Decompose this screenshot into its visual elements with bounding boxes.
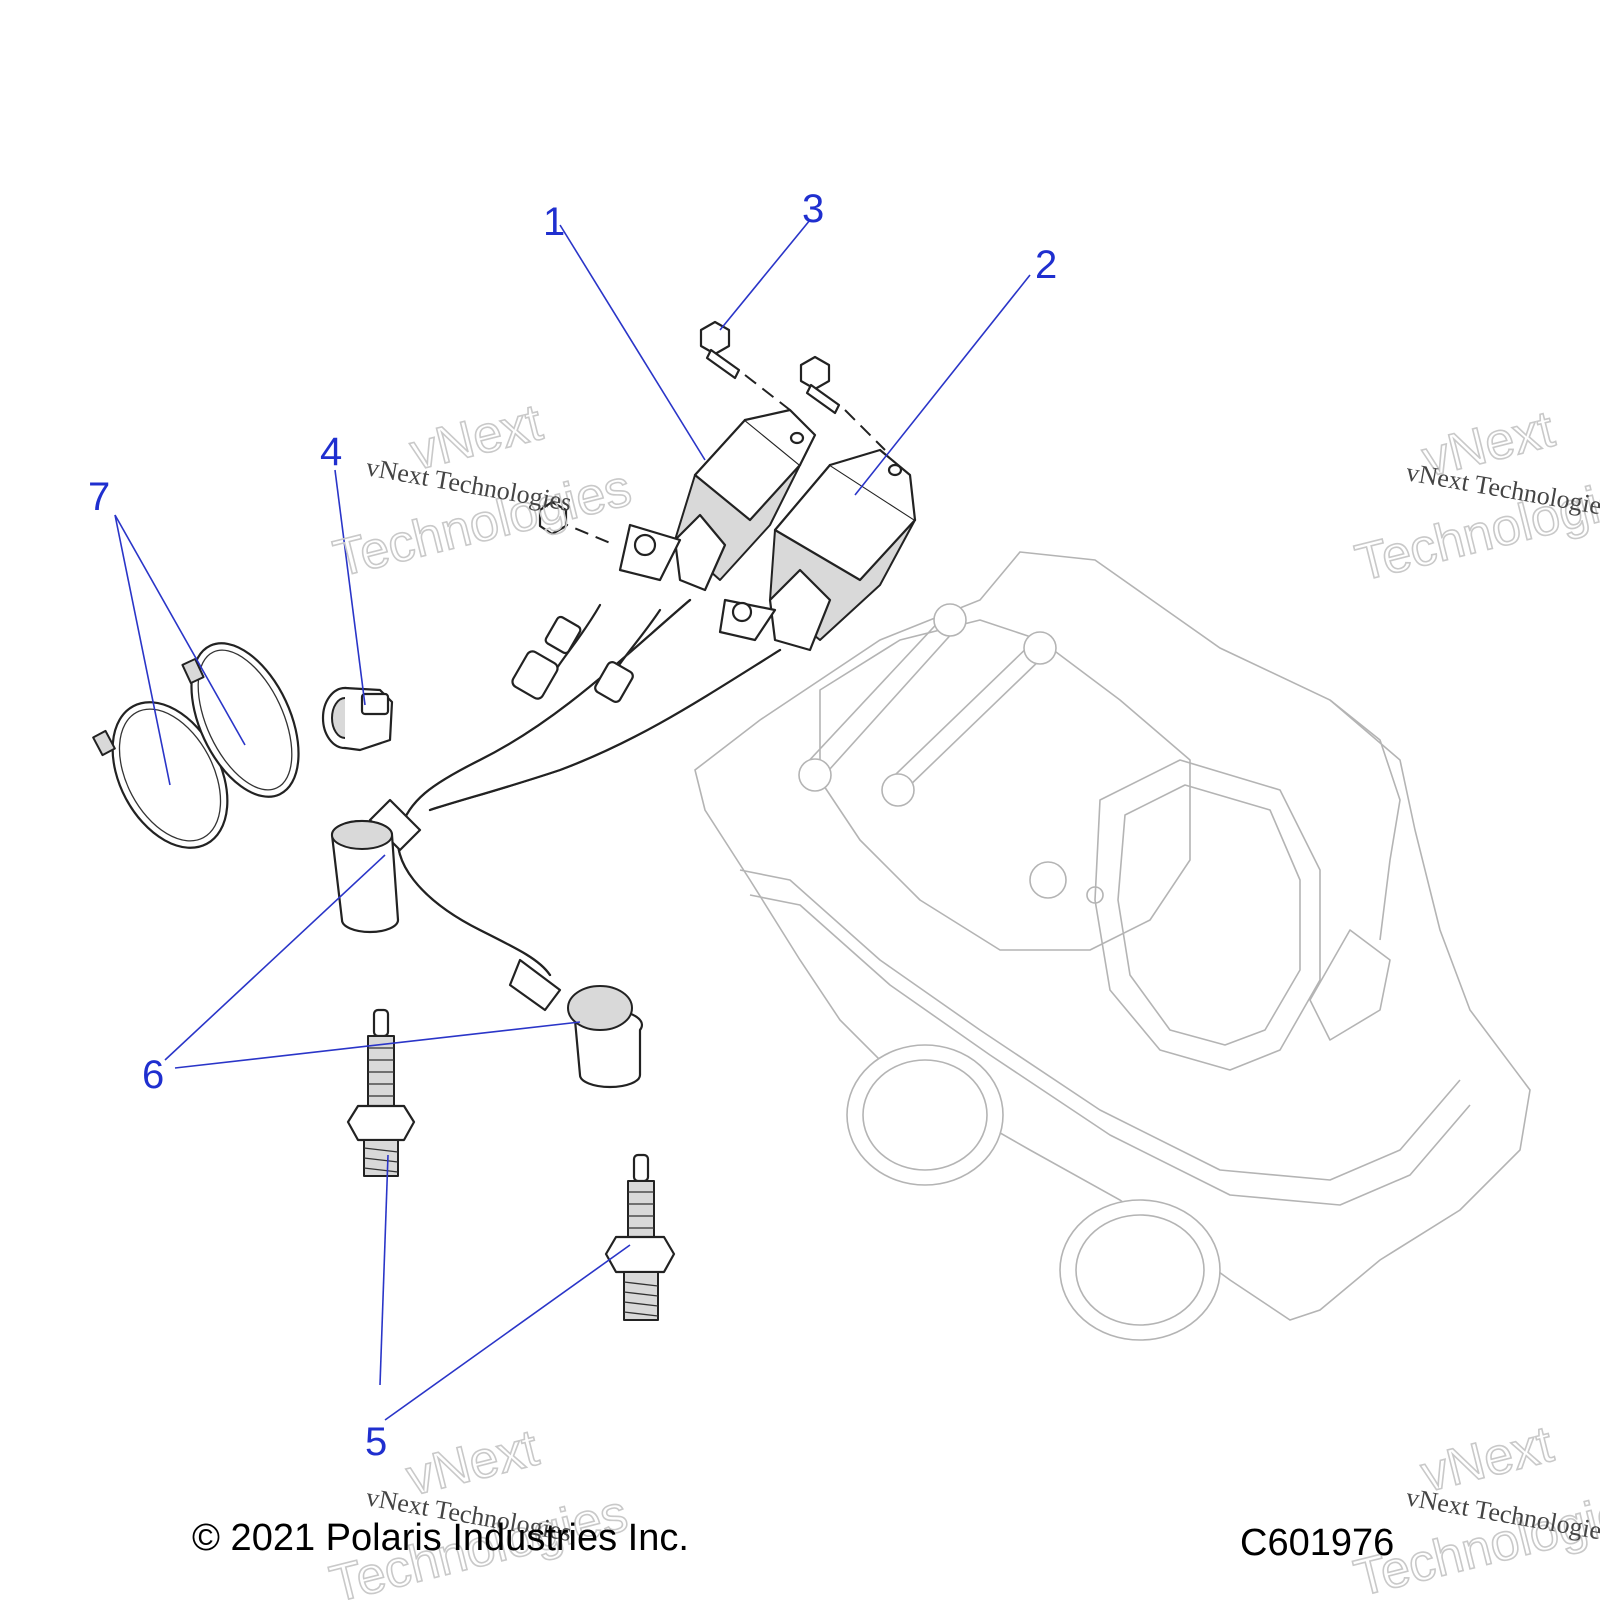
ignition-coil-1 <box>618 408 817 592</box>
callout-5: 5 <box>365 1420 387 1464</box>
callout-7: 7 <box>88 475 110 519</box>
spark-plug-1 <box>346 1008 416 1177</box>
callout-6: 6 <box>142 1053 164 1097</box>
leader-4 <box>334 469 366 706</box>
leader-7b <box>114 514 246 746</box>
leader-5a <box>379 1154 389 1386</box>
callout-3: 3 <box>802 187 824 231</box>
callout-2: 2 <box>1035 243 1057 287</box>
leader-6b <box>174 1021 581 1069</box>
airbox-housing <box>694 551 1531 1341</box>
spark-plug-2 <box>604 1153 676 1321</box>
harness-clip <box>321 686 394 752</box>
ignition-coil-2 <box>718 448 917 652</box>
copyright-text: © 2021 Polaris Industries Inc. <box>192 1517 689 1559</box>
cable-tie-pair <box>92 642 300 849</box>
leader-7a <box>114 514 171 786</box>
leader-5b <box>384 1244 631 1421</box>
callout-4: 4 <box>320 430 342 474</box>
leader-lines <box>114 219 1031 1421</box>
leader-6a <box>164 854 386 1061</box>
callouts: 1 2 3 4 5 6 7 <box>88 187 1057 1464</box>
callout-1: 1 <box>543 200 565 244</box>
diagram-code: C601976 <box>1240 1522 1394 1564</box>
leader-2 <box>854 274 1031 496</box>
ignition-harness <box>330 598 782 1089</box>
mounting-bolts <box>538 320 886 546</box>
leader-1 <box>559 224 706 461</box>
leader-3 <box>719 219 811 331</box>
